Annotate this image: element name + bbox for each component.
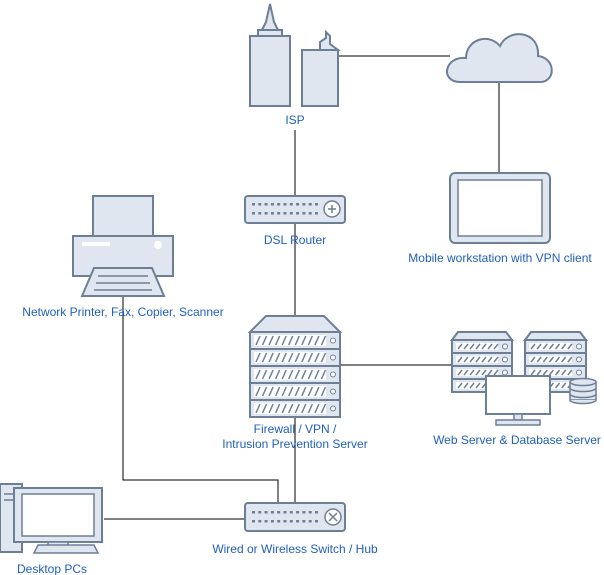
server-rack-icon bbox=[247, 315, 343, 418]
printer-label: Network Printer, Fax, Copier, Scanner bbox=[22, 305, 224, 319]
isp-label: ISP bbox=[285, 113, 305, 127]
desktop-pcs-label: Desktop PCs bbox=[16, 562, 88, 575]
dsl-router-label: DSL Router bbox=[263, 233, 327, 247]
connectors bbox=[104, 55, 500, 520]
firewall-label-line2: Intrusion Prevention Server bbox=[222, 437, 368, 451]
webserver-label: Web Server & Database Server bbox=[433, 433, 601, 447]
cloud-icon bbox=[446, 33, 553, 83]
desktop-pc-icon bbox=[0, 483, 103, 554]
switch-label: Wired or Wireless Switch / Hub bbox=[212, 542, 378, 556]
mobile-workstation-label: Mobile workstation with VPN client bbox=[408, 251, 592, 265]
printer-icon bbox=[72, 195, 174, 297]
tablet-icon bbox=[449, 172, 551, 244]
servers-database-icon bbox=[450, 331, 597, 426]
firewall-label-line1: Firewall / VPN / bbox=[253, 422, 337, 436]
router-icon bbox=[244, 195, 346, 224]
switch-icon bbox=[244, 502, 346, 532]
buildings-icon bbox=[249, 3, 341, 107]
connector-printer-switch bbox=[122, 295, 279, 503]
